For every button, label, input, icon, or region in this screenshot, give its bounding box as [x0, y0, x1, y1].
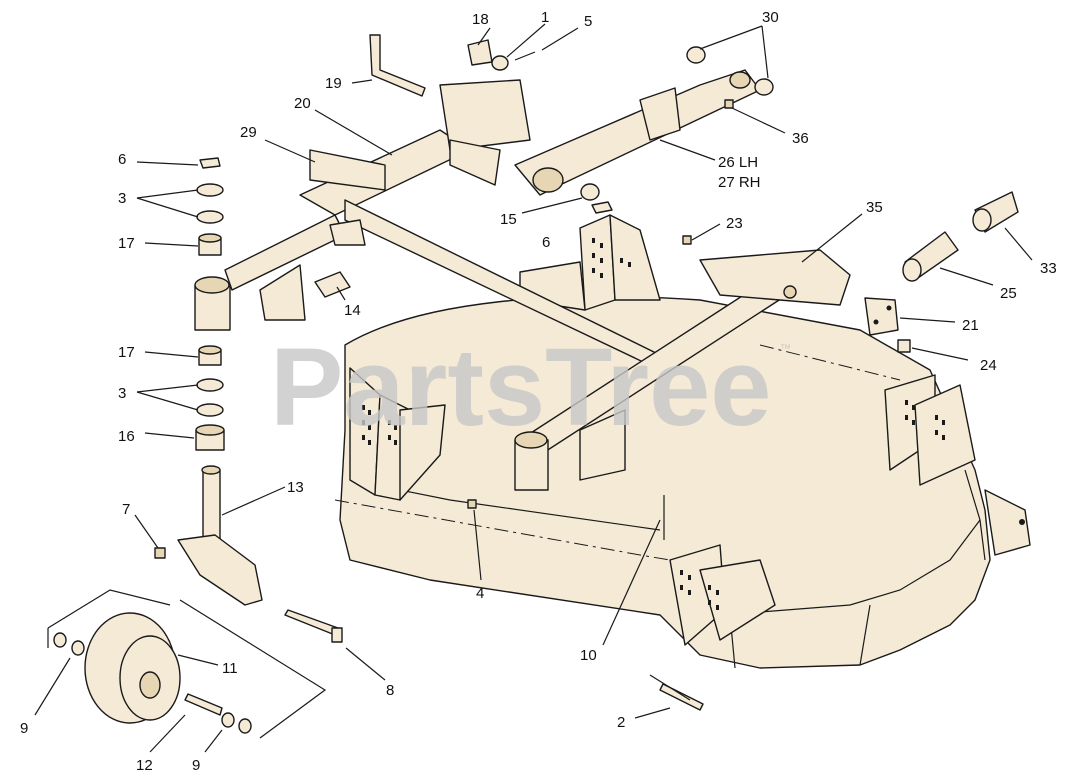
- callout-13: 13: [287, 479, 304, 496]
- callout-17-upper: 17: [118, 235, 135, 252]
- lift-bracket-right: [699, 249, 851, 306]
- caster-wheel: [84, 612, 181, 724]
- callout-3-upper: 3: [118, 190, 126, 207]
- callout-26-lh: 26 LH: [718, 154, 758, 171]
- callout-2: 2: [617, 714, 625, 731]
- mower-deck: [334, 295, 991, 669]
- callout-30: 30: [762, 9, 779, 26]
- callout-4: 4: [476, 585, 484, 602]
- callout-11: 11: [222, 660, 238, 677]
- callout-27-rh: 27 RH: [718, 174, 761, 191]
- callout-21: 21: [962, 317, 979, 334]
- callout-6-lower: 6: [542, 234, 550, 251]
- bracket-holes-left: [362, 405, 397, 445]
- callout-24: 24: [980, 357, 997, 374]
- callout-29: 29: [240, 124, 257, 141]
- callout-5: 5: [584, 13, 592, 30]
- callout-18: 18: [472, 11, 489, 28]
- lift-bracket-center: [439, 79, 531, 186]
- callout-15: 15: [500, 211, 517, 228]
- tube-33: [972, 191, 1019, 233]
- leader-lines: [34, 23, 1033, 753]
- caster-pivot-sleeve-right: [514, 431, 549, 491]
- watermark: PartsTree ™: [270, 326, 791, 449]
- callout-1: 1: [541, 9, 549, 26]
- callout-14: 14: [344, 302, 361, 319]
- callout-10: 10: [580, 647, 597, 664]
- tube-25: [902, 231, 959, 282]
- deck-side-plate-right: [984, 489, 1031, 556]
- callout-3-lower: 3: [118, 385, 126, 402]
- deck-bracket-front: [669, 544, 776, 646]
- watermark-trademark: ™: [780, 343, 791, 355]
- deck-bracket-center: [519, 214, 661, 311]
- callout-35: 35: [866, 199, 883, 216]
- callout-9-left: 9: [20, 720, 28, 737]
- watermark-text: PartsTree: [270, 326, 771, 449]
- callout-36: 36: [792, 130, 809, 147]
- callout-9-right: 9: [192, 757, 200, 774]
- callout-33: 33: [1040, 260, 1057, 277]
- callout-25: 25: [1000, 285, 1017, 302]
- top-hardware: [369, 34, 774, 109]
- assembly-lines: [47, 589, 691, 739]
- caster-fork: [177, 465, 263, 606]
- callout-6-upper: 6: [118, 151, 126, 168]
- callout-labels: 18 1 5 30 19 20 36 29 6 26 LH 27 RH 3 15…: [20, 9, 1057, 774]
- callout-19: 19: [325, 75, 342, 92]
- callout-8: 8: [386, 682, 394, 699]
- lift-arm: [514, 69, 761, 196]
- callout-17-lower: 17: [118, 344, 135, 361]
- callout-7: 7: [122, 501, 130, 518]
- callout-12: 12: [136, 757, 153, 774]
- callout-23: 23: [726, 215, 743, 232]
- misc-parts: [309, 149, 911, 353]
- fasteners: [53, 495, 704, 734]
- deck-bracket-right: [884, 374, 976, 486]
- caster-hardware-stack: [195, 157, 225, 451]
- caster-pivot-sleeve-left: [194, 276, 231, 331]
- callout-20: 20: [294, 95, 311, 112]
- callout-16: 16: [118, 428, 135, 445]
- deck-bracket-left: [349, 367, 446, 501]
